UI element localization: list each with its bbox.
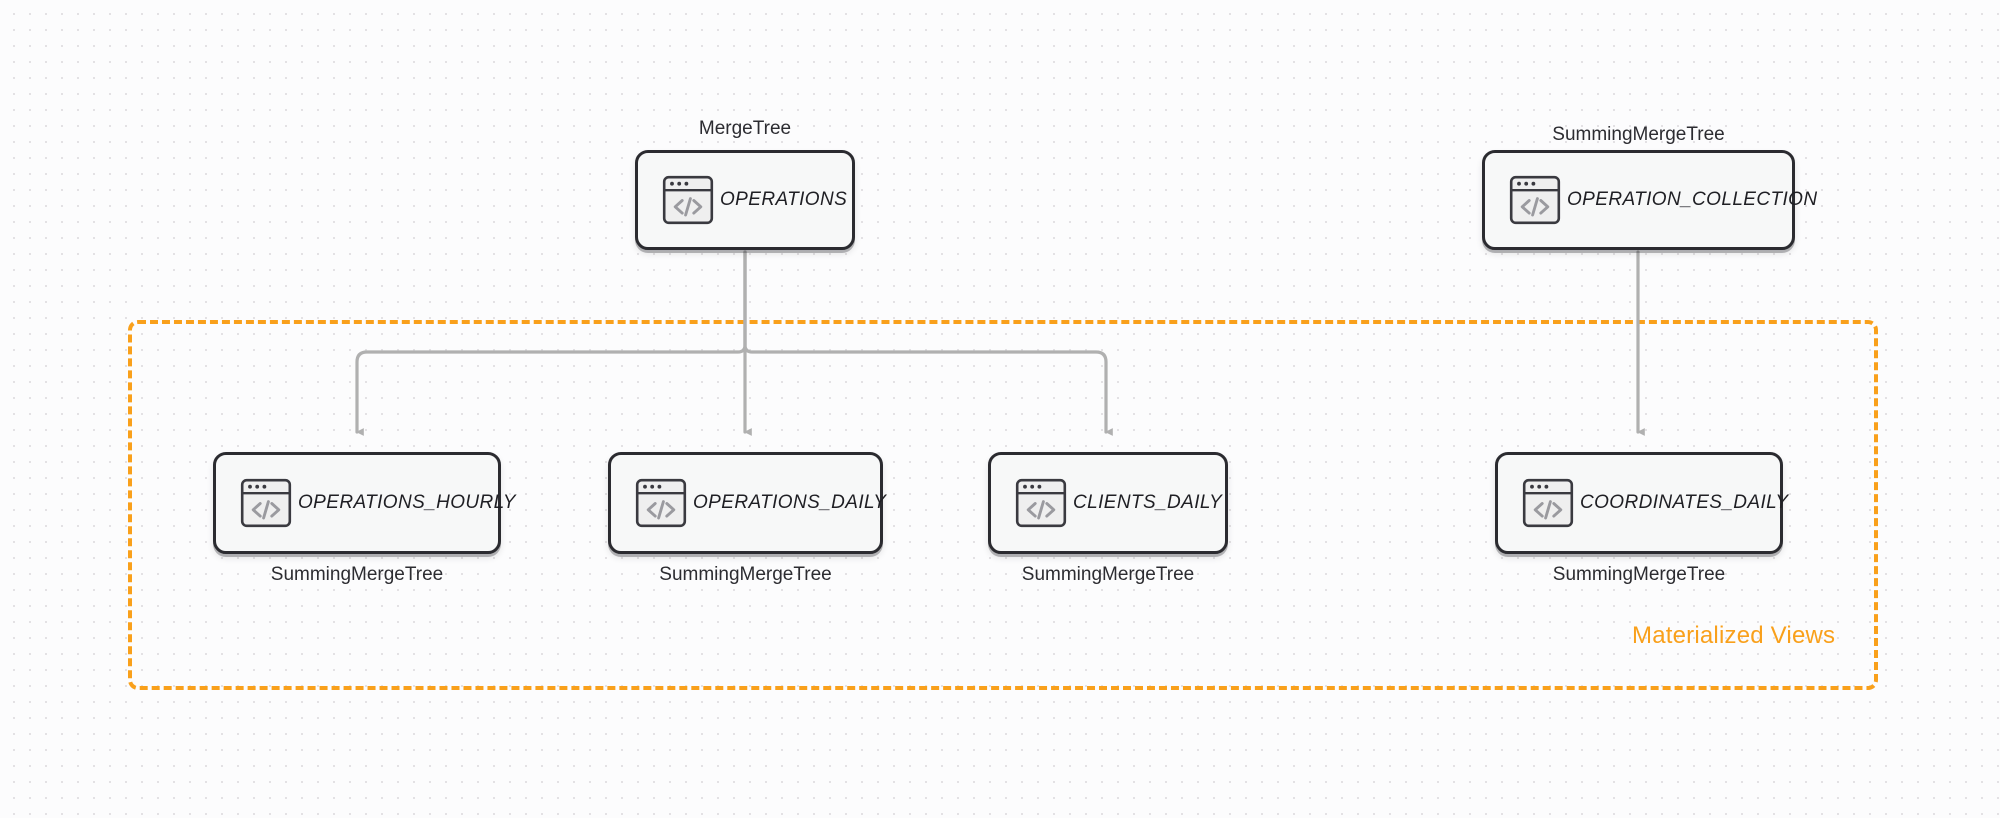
engine-caption-operations_daily: SummingMergeTree — [659, 564, 832, 585]
engine-caption-operation_collection: SummingMergeTree — [1552, 124, 1725, 145]
code-window-icon — [1509, 175, 1561, 225]
edge-operations-to-clients-daily — [743, 250, 1113, 436]
code-window-icon — [662, 175, 714, 225]
engine-caption-coordinates_daily: SummingMergeTree — [1552, 564, 1726, 585]
table-node-operation_collection[interactable]: OPERATION_COLLECTION — [1482, 150, 1817, 250]
code-window-icon — [1522, 478, 1574, 528]
materialized-views-group-label: Materialized Views — [1632, 622, 1836, 649]
table-node-label-clients_daily: CLIENTS_DAILY — [1073, 492, 1223, 513]
table-node-label-operations_daily: OPERATIONS_DAILY — [693, 492, 887, 513]
code-window-icon — [1015, 478, 1067, 528]
table-node-operations_daily[interactable]: OPERATIONS_DAILY — [608, 452, 886, 554]
table-node-coordinates_daily[interactable]: COORDINATES_DAILY — [1495, 452, 1788, 554]
table-node-clients_daily[interactable]: CLIENTS_DAILY — [988, 452, 1228, 554]
table-node-label-coordinates_daily: COORDINATES_DAILY — [1580, 492, 1789, 513]
table-node-label-operation_collection: OPERATION_COLLECTION — [1567, 189, 1818, 210]
code-window-icon — [240, 478, 292, 528]
table-node-operations[interactable]: OPERATIONS — [635, 150, 855, 250]
table-node-label-operations_hourly: OPERATIONS_HOURLY — [298, 492, 516, 513]
table-node-operations_hourly[interactable]: OPERATIONS_HOURLY — [213, 452, 516, 554]
code-window-icon — [635, 478, 687, 528]
engine-caption-clients_daily: SummingMergeTree — [1021, 564, 1195, 585]
engine-caption-operations_hourly: SummingMergeTree — [270, 564, 444, 585]
table-node-label-operations: OPERATIONS — [720, 189, 848, 210]
edge-operations-to-operations-hourly — [355, 250, 747, 436]
engine-caption-operations: MergeTree — [698, 118, 792, 139]
